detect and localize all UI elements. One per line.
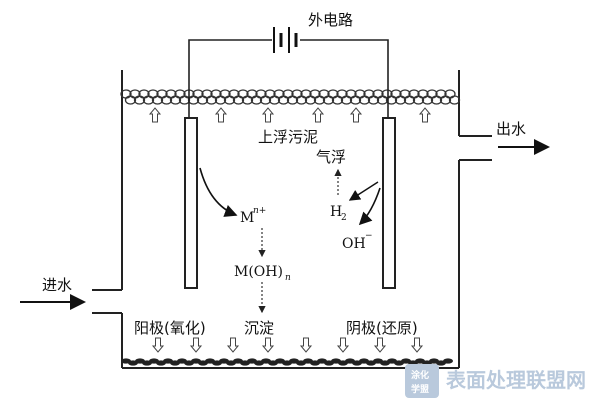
- cathode-electrode: [382, 117, 396, 289]
- svg-text:M: M: [240, 210, 254, 226]
- settling-arrow-icon: [373, 337, 387, 353]
- settling-arrow-icon: [299, 337, 313, 353]
- battery-icon: [273, 27, 298, 53]
- float-gas-label: 气浮: [316, 148, 346, 166]
- svg-text:−: −: [365, 231, 373, 241]
- rising-arrow-icon: [214, 107, 228, 123]
- bottom-sediment-layer: [121, 358, 453, 366]
- external-circuit: [188, 27, 389, 118]
- cathode-label: 阴极(还原): [346, 319, 418, 337]
- svg-text:H: H: [330, 204, 342, 220]
- sludge-particle: [448, 95, 461, 105]
- watermark-text: 表面处理联盟网: [446, 368, 586, 392]
- settling-arrow-icon: [151, 337, 165, 353]
- rising-arrow-icon: [418, 107, 432, 123]
- external-circuit-label: 外电路: [308, 11, 353, 29]
- floating-sludge-label: 上浮污泥: [258, 128, 318, 146]
- watermark-logo: [405, 364, 439, 398]
- settling-arrows: [151, 337, 424, 353]
- tank: [121, 70, 460, 369]
- rising-bubble-arrows: [148, 107, 432, 123]
- inlet-pipe: [20, 289, 122, 314]
- svg-text:n+: n+: [253, 206, 266, 216]
- metal-ion-release-arrow: [199, 167, 238, 217]
- metal-ion-formula: M n+: [240, 206, 266, 226]
- svg-text:M(OH): M(OH): [234, 264, 283, 280]
- hydroxyl-formula: OH −: [342, 231, 373, 252]
- sediment-particle: [443, 358, 453, 364]
- settling-arrow-icon: [226, 337, 240, 353]
- floating-sludge-layer: [120, 89, 461, 105]
- svg-text:学盟: 学盟: [411, 383, 429, 395]
- anode-label: 阳极(氧化): [134, 319, 206, 337]
- rising-arrow-icon: [311, 107, 325, 123]
- outlet-pipe: [459, 135, 550, 161]
- rising-arrow-icon: [261, 107, 275, 123]
- hydroxyl-release-arrow: [358, 187, 381, 226]
- hydrogen-formula: H 2: [330, 204, 347, 223]
- svg-text:OH: OH: [342, 236, 366, 252]
- svg-text:n: n: [285, 273, 291, 283]
- svg-text:2: 2: [341, 213, 347, 223]
- watermark: 涂化 学盟 表面处理联盟网: [405, 364, 586, 398]
- settling-arrow-icon: [336, 337, 350, 353]
- metal-hydroxide-formula: M(OH) n: [234, 264, 291, 283]
- anode-electrode: [184, 117, 198, 289]
- settling-arrow-icon: [261, 337, 275, 353]
- precipitate-label: 沉淀: [244, 319, 274, 337]
- hydrogen-release-arrow: [348, 181, 379, 201]
- rising-arrow-icon: [349, 107, 363, 123]
- svg-text:涂化: 涂化: [411, 369, 429, 381]
- water-in-label: 进水: [42, 276, 72, 294]
- rising-arrow-icon: [148, 107, 162, 123]
- settling-arrow-icon: [189, 337, 203, 353]
- settling-arrow-icon: [410, 337, 424, 353]
- water-out-label: 出水: [496, 120, 526, 138]
